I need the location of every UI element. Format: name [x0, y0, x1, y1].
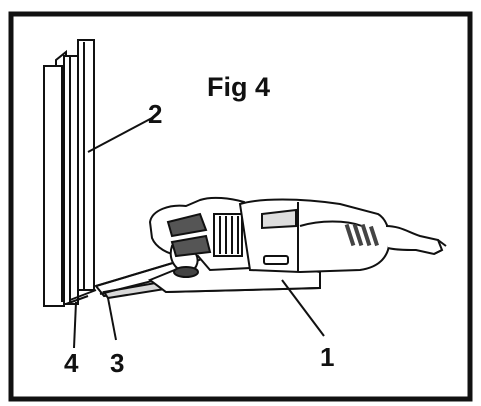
callout-2: 2 [148, 99, 162, 129]
callout-4: 4 [64, 348, 79, 378]
floor-plate [65, 289, 97, 305]
door-frame [43, 39, 95, 307]
figure-title: Fig 4 [207, 72, 270, 102]
leader-lines [73, 117, 325, 349]
oscillating-tool [148, 196, 447, 278]
callout-3: 3 [110, 348, 124, 378]
figure-frame [8, 11, 473, 402]
callout-1: 1 [320, 342, 334, 372]
